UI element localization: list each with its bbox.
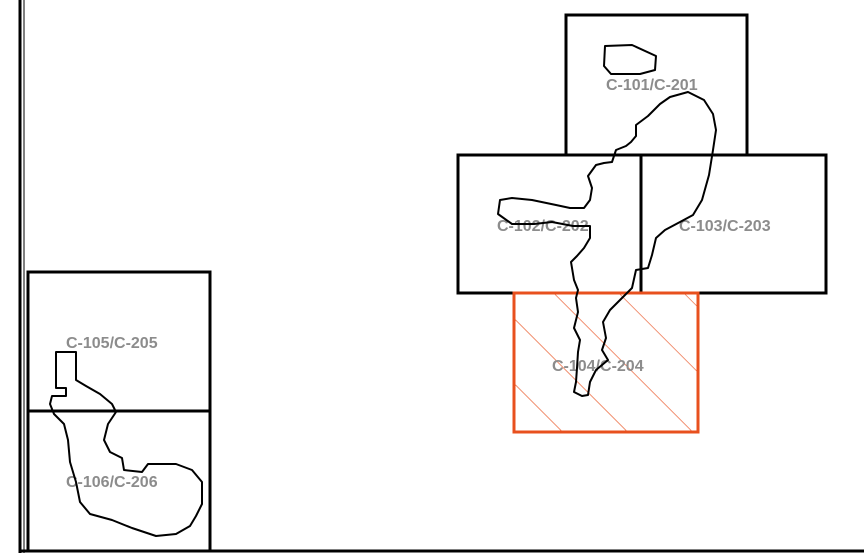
sheet-c103-box	[639, 153, 828, 295]
sheet-c102[interactable]: C-102/C-202	[456, 153, 643, 295]
sheet-c106-box	[26, 409, 212, 553]
sheet-c104-box	[512, 291, 700, 434]
sheet-c101[interactable]: C-101/C-201	[564, 13, 749, 157]
sheet-c103-label: C-103/C-203	[679, 218, 771, 235]
project-boundary-west	[49, 351, 203, 537]
sheet-c102-label: C-102/C-202	[497, 218, 589, 235]
project-boundary-main	[497, 91, 717, 397]
sheet-c101-label: C-101/C-201	[606, 77, 698, 94]
sheet-c106-label: C-106/C-206	[66, 474, 158, 491]
sheet-c106[interactable]: C-106/C-206	[26, 409, 212, 553]
project-boundary-east	[603, 44, 657, 75]
sheet-c103[interactable]: C-103/C-203	[639, 153, 828, 295]
sheet-c104-label: C-104/C-204	[552, 358, 644, 375]
sheet-c105-label: C-105/C-205	[66, 335, 158, 352]
sheet-c105[interactable]: C-105/C-205	[26, 270, 212, 413]
